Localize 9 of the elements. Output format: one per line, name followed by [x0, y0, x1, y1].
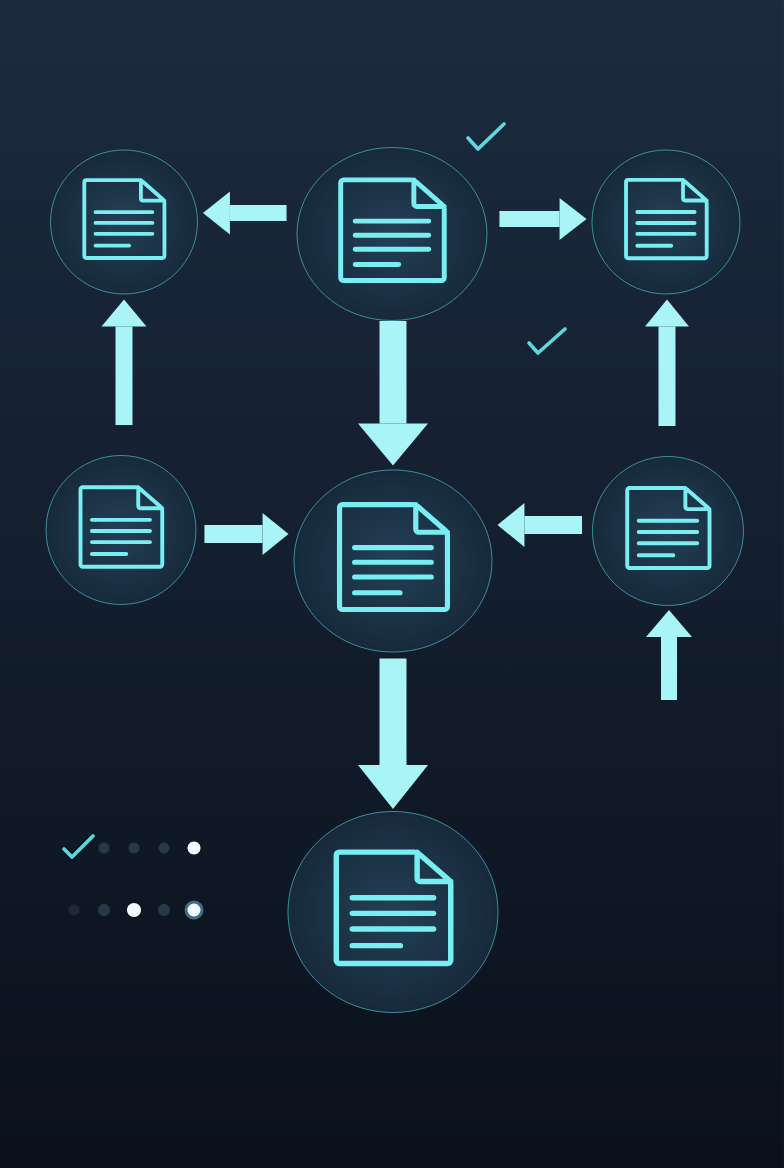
arrow: [358, 320, 428, 466]
arrow: [202, 191, 287, 235]
arrow: [646, 609, 692, 700]
arrow: [499, 198, 587, 240]
arrow: [101, 299, 147, 426]
arrow: [645, 299, 689, 427]
arrow: [204, 513, 289, 555]
arrow: [358, 658, 428, 810]
arrow: [497, 503, 583, 547]
